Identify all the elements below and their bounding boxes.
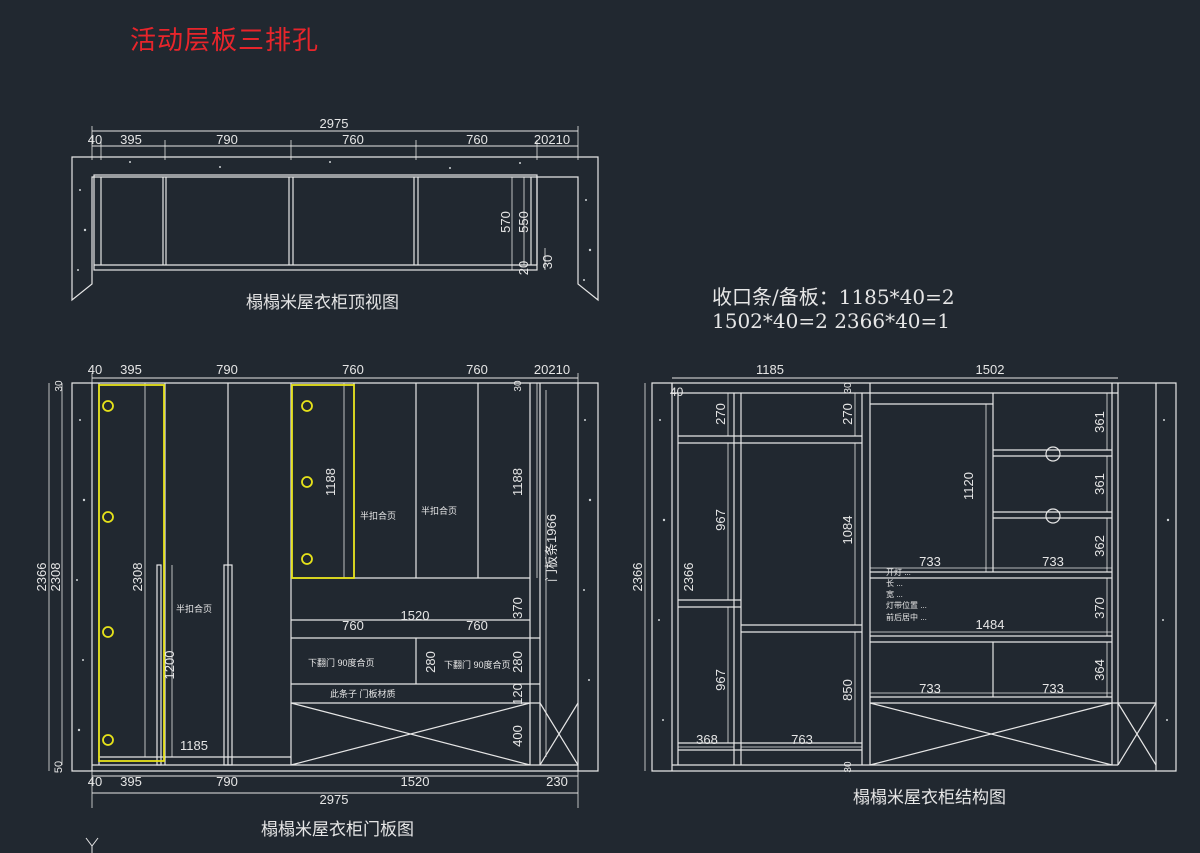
door-note-flap-1: 下翻门 90度合页 bbox=[308, 657, 375, 668]
door-dim-1185: 1185 bbox=[180, 738, 208, 753]
door-dim-2308: 2308 bbox=[130, 563, 145, 592]
struct-height-2366: 2366 bbox=[630, 563, 645, 592]
door-dim-760a: 760 bbox=[342, 618, 364, 633]
wall-hatching bbox=[76, 161, 1170, 732]
struct-inner-2366: 2366 bbox=[681, 563, 696, 592]
door-note-flap-2: 下翻门 90度合页 bbox=[444, 659, 511, 670]
struct-dim-1120: 1120 bbox=[961, 472, 976, 500]
door-bot-seg-4: 1520 bbox=[401, 774, 430, 789]
struct-top-1185: 1185 bbox=[756, 362, 784, 377]
struct-mark-30a: 30 bbox=[843, 382, 854, 394]
door-top-seg-2: 395 bbox=[120, 362, 142, 377]
struct-dim-733d: 733 bbox=[1042, 681, 1064, 696]
struct-small-note-2: 长 ... bbox=[886, 578, 903, 588]
door-top-seg-3: 790 bbox=[216, 362, 238, 377]
struct-dim-270b: 270 bbox=[840, 403, 855, 425]
top-seg-3: 790 bbox=[216, 132, 238, 147]
door-height-2308: 2308 bbox=[48, 563, 63, 592]
door-top-seg-4: 760 bbox=[342, 362, 364, 377]
door-mark-top: 30 bbox=[54, 380, 65, 392]
door-top-seg-5: 760 bbox=[466, 362, 488, 377]
top-seg-1: 40 bbox=[88, 132, 102, 147]
door-top-seg-6: 20210 bbox=[534, 362, 570, 377]
top-view-caption: 榻榻米屋衣柜顶视图 bbox=[246, 293, 399, 313]
ucs-icon bbox=[85, 837, 99, 853]
note-line-1: 收口条/备板：1185*40=2 bbox=[712, 285, 955, 309]
door-bot-seg-2: 395 bbox=[120, 774, 142, 789]
door-note-half-3: 半扣合页 bbox=[176, 603, 212, 614]
door-dim-1188b: 1188 bbox=[510, 468, 525, 496]
door-height-2366: 2366 bbox=[34, 563, 49, 592]
door-note-half-1: 半扣合页 bbox=[360, 510, 396, 521]
struct-dim-850: 850 bbox=[840, 679, 855, 701]
struct-dim-368: 368 bbox=[696, 732, 718, 747]
door-view-caption: 榻榻米屋衣柜门板图 bbox=[261, 820, 414, 840]
top-depth-30: 30 bbox=[540, 255, 555, 269]
struct-dim-370: 370 bbox=[1092, 597, 1107, 619]
struct-small-note-4: 灯带位置 ... bbox=[886, 600, 927, 610]
door-note-strip: 此条子 门板材质 bbox=[330, 688, 396, 699]
door-dim-1200: 1200 bbox=[162, 651, 177, 680]
door-dim-1520: 1520 bbox=[401, 608, 430, 623]
structure-view bbox=[644, 377, 1177, 772]
door-dim-370: 370 bbox=[510, 597, 525, 619]
door-strip-label: 门板条1966 bbox=[544, 514, 559, 582]
top-depth-20: 20 bbox=[516, 261, 531, 275]
door-dim-760b: 760 bbox=[466, 618, 488, 633]
struct-dim-733c: 733 bbox=[919, 681, 941, 696]
door-dim-120: 120 bbox=[510, 683, 525, 705]
struct-dim-364: 364 bbox=[1092, 659, 1107, 681]
top-seg-2: 395 bbox=[120, 132, 142, 147]
door-dim-400: 400 bbox=[510, 725, 525, 747]
struct-mark-40: 40 bbox=[670, 385, 684, 399]
struct-small-note-3: 宽 ... bbox=[886, 589, 903, 599]
top-view bbox=[71, 126, 599, 302]
door-dim-280b: 280 bbox=[510, 651, 525, 673]
door-note-half-2: 半扣合页 bbox=[421, 505, 457, 516]
struct-dim-967a: 967 bbox=[713, 509, 728, 531]
struct-mark-30b: 30 bbox=[843, 761, 854, 773]
struct-dim-361b: 361 bbox=[1092, 473, 1107, 495]
struct-dim-967b: 967 bbox=[713, 669, 728, 691]
structure-view-caption: 榻榻米屋衣柜结构图 bbox=[853, 788, 1006, 808]
note-line-2: 1502*40=2 2366*40=1 bbox=[712, 309, 951, 333]
highlighted-door-panels bbox=[98, 384, 355, 762]
top-depth-550: 550 bbox=[516, 211, 531, 233]
struct-dim-270a: 270 bbox=[713, 403, 728, 425]
door-mark-bottom: 50 bbox=[53, 761, 65, 773]
door-bot-seg-5: 230 bbox=[546, 774, 568, 789]
struct-dim-361a: 361 bbox=[1092, 411, 1107, 433]
struct-dim-362: 362 bbox=[1092, 535, 1107, 557]
top-seg-5: 760 bbox=[466, 132, 488, 147]
top-total-dim: 2975 bbox=[320, 116, 349, 131]
door-bot-seg-3: 790 bbox=[216, 774, 238, 789]
top-seg-6: 20210 bbox=[534, 132, 570, 147]
door-dim-280a: 280 bbox=[423, 651, 438, 673]
struct-dim-733a: 733 bbox=[919, 554, 941, 569]
door-view bbox=[48, 373, 599, 808]
door-bot-seg-1: 40 bbox=[88, 774, 102, 789]
drawing-title: 活动层板三排孔 bbox=[130, 26, 320, 56]
struct-small-note-1: 开灯 ... bbox=[886, 567, 911, 577]
struct-dim-1484: 1484 bbox=[976, 617, 1005, 632]
door-mark-right: 30 bbox=[513, 380, 524, 392]
struct-small-note-5: 前后居中 ... bbox=[886, 612, 927, 622]
door-top-seg-1: 40 bbox=[88, 362, 102, 377]
struct-dim-763: 763 bbox=[791, 732, 813, 747]
top-seg-4: 760 bbox=[342, 132, 364, 147]
top-depth-570: 570 bbox=[498, 211, 513, 233]
struct-dim-733b: 733 bbox=[1042, 554, 1064, 569]
door-dim-1188a: 1188 bbox=[323, 468, 338, 496]
struct-top-1502: 1502 bbox=[976, 362, 1005, 377]
struct-dim-1084: 1084 bbox=[840, 516, 855, 545]
door-total-dim: 2975 bbox=[320, 792, 349, 807]
